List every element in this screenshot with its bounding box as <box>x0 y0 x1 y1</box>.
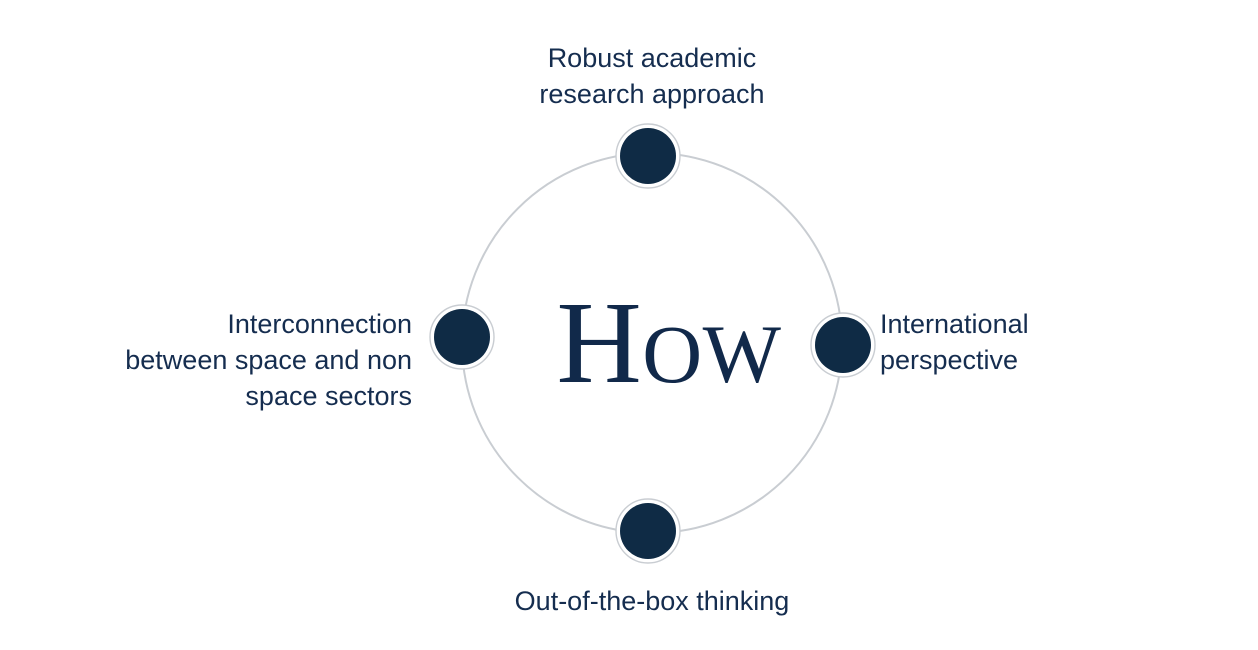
node-right[interactable] <box>810 312 876 378</box>
node-top[interactable] <box>615 123 681 189</box>
node-bottom[interactable] <box>615 498 681 564</box>
node-label-left: Interconnection between space and non sp… <box>125 309 412 411</box>
node-label-bottom: Out-of-the-box thinking <box>514 586 790 616</box>
node-right-dot-icon <box>815 317 871 373</box>
node-left[interactable] <box>429 304 495 370</box>
node-label-right: International perspective <box>880 309 1029 375</box>
node-left-dot-icon <box>434 309 490 365</box>
node-top-dot-icon <box>620 128 676 184</box>
center-label: How <box>556 277 782 408</box>
node-bottom-dot-icon <box>620 503 676 559</box>
node-label-top: Robust academic research approach <box>539 43 765 109</box>
